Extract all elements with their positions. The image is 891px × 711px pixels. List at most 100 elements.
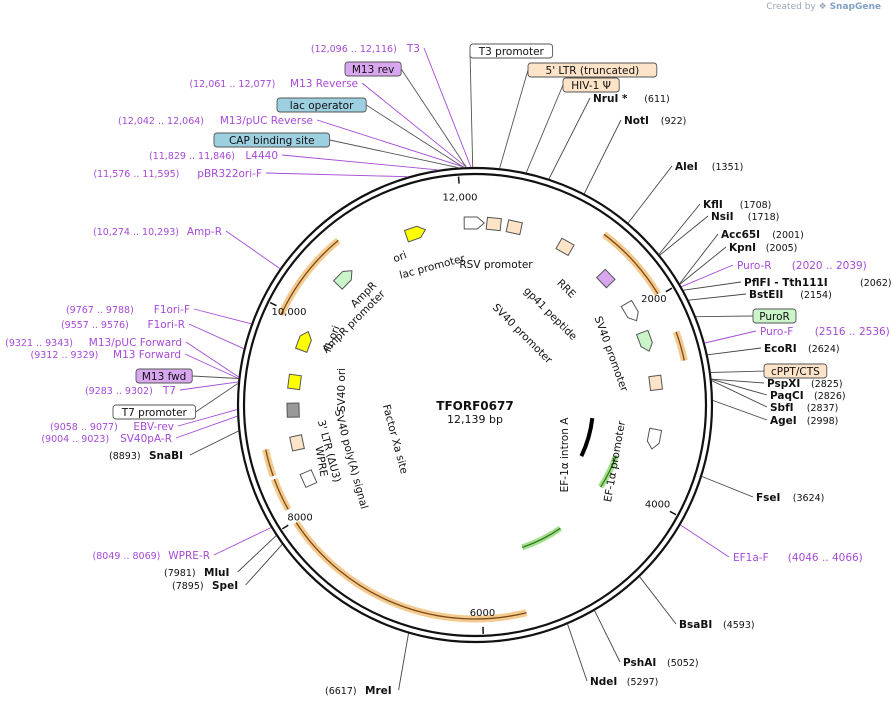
enzyme-name: MluI — [204, 567, 229, 579]
primer-name: T3 — [406, 43, 420, 55]
primer-range: (9312 .. 9329) — [31, 350, 99, 361]
orf-arc-1-line — [603, 233, 659, 295]
primer-leader-line — [265, 172, 408, 178]
enzyme-name: SnaBI — [149, 450, 183, 462]
enzyme-position: (2005) — [766, 243, 798, 254]
enzyme-leader-line — [627, 165, 673, 224]
snapgene-credit: Created by ❖ SnapGene — [766, 2, 881, 12]
primer-name: F1ori-R — [148, 319, 185, 331]
enzyme-position: (922) — [661, 116, 687, 127]
feature-leader-line — [710, 370, 765, 373]
enzyme-position: (1351) — [712, 162, 744, 173]
rsv-promoter-arrow — [463, 216, 485, 230]
feature-label-box — [763, 363, 828, 379]
enzyme-leader-line — [711, 378, 765, 384]
primer-range: (12,042 .. 12,064) — [118, 116, 204, 127]
enzyme-name: NruI * — [593, 93, 628, 105]
feature-leader-line — [400, 68, 467, 168]
primer-range: (4046 .. 4066) — [788, 552, 863, 564]
primer-range: (10,274 .. 10,293) — [93, 227, 179, 238]
feature-label-text: lac operator — [290, 100, 354, 112]
primer-name: pBR322ori-F — [197, 168, 262, 180]
enzyme-leader-line — [245, 544, 283, 586]
ef1a-promoter-arrow — [646, 427, 663, 450]
enzyme-leader-line — [711, 378, 768, 396]
primer-leader-line — [175, 415, 238, 439]
primer-range: (11,829 .. 11,846) — [149, 151, 235, 162]
feature-label-text: cPPT/CTS — [771, 366, 820, 378]
feature-leader-line — [525, 84, 564, 173]
enzyme-position: (3624) — [793, 493, 825, 504]
primer-leader-line — [316, 119, 465, 168]
plasmid-name: TFORF0677 — [436, 399, 513, 413]
feature-label-box — [276, 97, 367, 113]
orf-arc-2-line — [675, 331, 685, 361]
credit-brand: SnapGene — [829, 2, 881, 12]
primer-name: Amp-R — [187, 226, 222, 238]
primer-name: SV40pA-R — [120, 433, 172, 445]
enzyme-leader-line — [567, 624, 588, 682]
inner-feature-label: WPRE — [312, 445, 329, 477]
enzyme-position: (7895) — [172, 581, 204, 592]
enzyme-leader-line — [658, 203, 701, 255]
enzyme-name: MreI — [365, 685, 392, 697]
orf-arc-3-line — [295, 522, 527, 620]
enzyme-name: SbfI — [770, 402, 794, 414]
inner-feature-label: ori — [391, 249, 408, 265]
inner-feature-label: Factor Xa site — [380, 403, 410, 475]
ltr3-box — [289, 434, 305, 452]
enzyme-name: FseI — [756, 492, 780, 504]
primer-range: (2020 .. 2039) — [792, 260, 867, 272]
feature-leader-line — [329, 139, 458, 169]
primer-leader-line — [179, 381, 239, 391]
enzyme-position: (6617) — [325, 686, 357, 697]
enzyme-leader-line — [583, 119, 622, 194]
primer-name: T7 — [162, 385, 176, 397]
primer-range: (12,061 .. 12,077) — [189, 79, 275, 90]
primer-range: (9557 .. 9576) — [61, 320, 129, 331]
inner-feature-label: EF-1α promoter — [602, 419, 628, 503]
tick-label: 10,000 — [271, 307, 306, 318]
inner-feature-label: RSV promoter — [459, 259, 533, 271]
inner-feature-label: lac promoter — [398, 252, 467, 281]
enzyme-leader-line — [712, 400, 768, 421]
primer-leader-line — [185, 341, 239, 378]
enzyme-leader-line — [398, 633, 409, 691]
tick-mark-0 — [665, 287, 673, 293]
ampr-arrow — [332, 270, 353, 290]
enzyme-leader-line — [548, 97, 591, 180]
green-orf-arc-1-line — [600, 455, 617, 488]
primer-leader-line — [704, 330, 757, 344]
primer-name: M13/pUC Reverse — [220, 115, 313, 127]
enzyme-name: PshAI — [623, 657, 656, 669]
primer-leader-line — [177, 409, 238, 427]
orf-arc-6-line — [280, 239, 339, 315]
primer-leader-line — [188, 323, 244, 350]
inner-feature-label: EF-1α intron A — [559, 417, 571, 493]
tick-label: 4000 — [645, 500, 670, 511]
inner-feature-label: SV40 promoter — [592, 315, 631, 394]
orf-arc-1 — [601, 231, 661, 296]
psi-box — [505, 219, 523, 236]
feature-leader-line — [195, 383, 239, 413]
enzyme-position: (2837) — [807, 403, 839, 414]
enzyme-position: (611) — [644, 94, 670, 105]
primer-range: (9321 .. 9343) — [5, 338, 73, 349]
snapgene-logo-icon: ❖ — [818, 2, 827, 12]
feature-label-text: PuroR — [759, 311, 790, 323]
tick-label: 2000 — [641, 294, 666, 305]
enzyme-position: (5297) — [627, 677, 659, 688]
inner-feature-label: RRE — [554, 277, 578, 301]
enzyme-name: NdeI — [590, 676, 617, 688]
backbone-outer-ring — [236, 166, 714, 644]
enzyme-position: (2825) — [811, 379, 843, 390]
enzyme-leader-line — [237, 535, 277, 573]
enzyme-name: KflI — [703, 199, 723, 211]
orf-arc-5-line — [265, 449, 274, 477]
tick-mark-5 — [457, 176, 460, 184]
enzyme-position: (2062) — [860, 278, 891, 289]
primer-name: L4440 — [245, 150, 278, 162]
center-labels: TFORF0677 12,139 bp — [436, 399, 513, 426]
wpre-box — [299, 469, 318, 489]
